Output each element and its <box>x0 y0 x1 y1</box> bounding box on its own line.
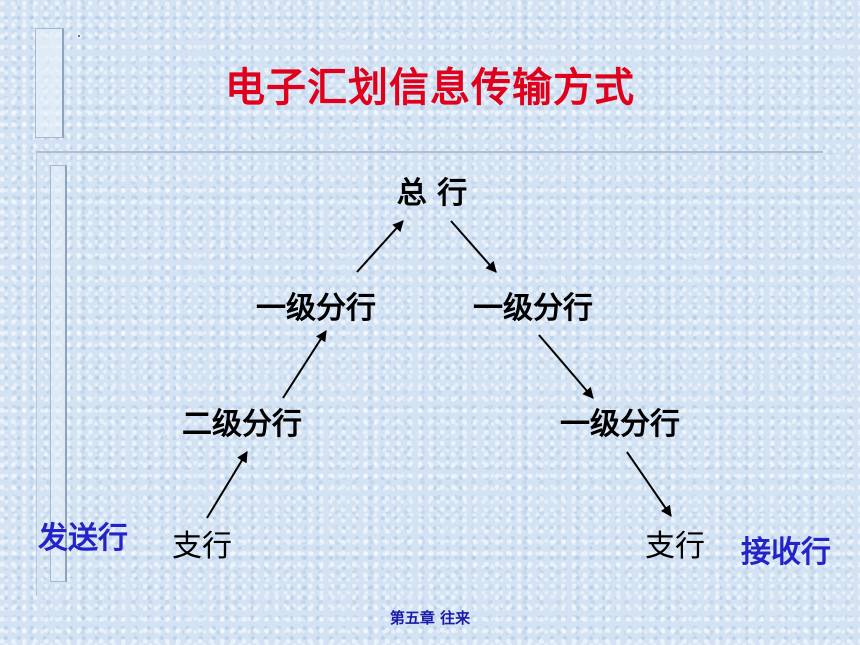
node-sub-left: 支行 <box>172 529 232 564</box>
footer-chapter: 第五章 往来 <box>389 609 471 627</box>
arrow-head-to-branch1 <box>450 220 497 273</box>
node-branch2-left: 二级分行 <box>182 407 302 442</box>
decorative-bar-top <box>35 28 64 138</box>
node-branch1-right-bottom: 一级分行 <box>560 407 680 442</box>
arrow-branch2-to-branch1 <box>282 330 327 399</box>
arrow-branch1-to-sub <box>626 451 672 517</box>
diagram-panel <box>36 151 823 596</box>
node-branch1-left: 一级分行 <box>256 291 376 326</box>
arrow-sub-to-branch2 <box>206 451 248 519</box>
decorative-dot <box>78 35 80 37</box>
slide-title: 电子汇划信息传输方式 <box>225 65 635 111</box>
arrow-branch1-to-branch1 <box>538 334 594 399</box>
decorative-bar-side <box>50 165 67 582</box>
node-branch1-right-top: 一级分行 <box>473 291 593 326</box>
node-sub-right: 支行 <box>645 529 705 564</box>
sender-label: 发送行 <box>38 521 128 556</box>
receiver-label: 接收行 <box>741 535 831 570</box>
arrow-branch1-to-head <box>356 220 404 273</box>
node-head-office: 总 行 <box>396 176 468 211</box>
